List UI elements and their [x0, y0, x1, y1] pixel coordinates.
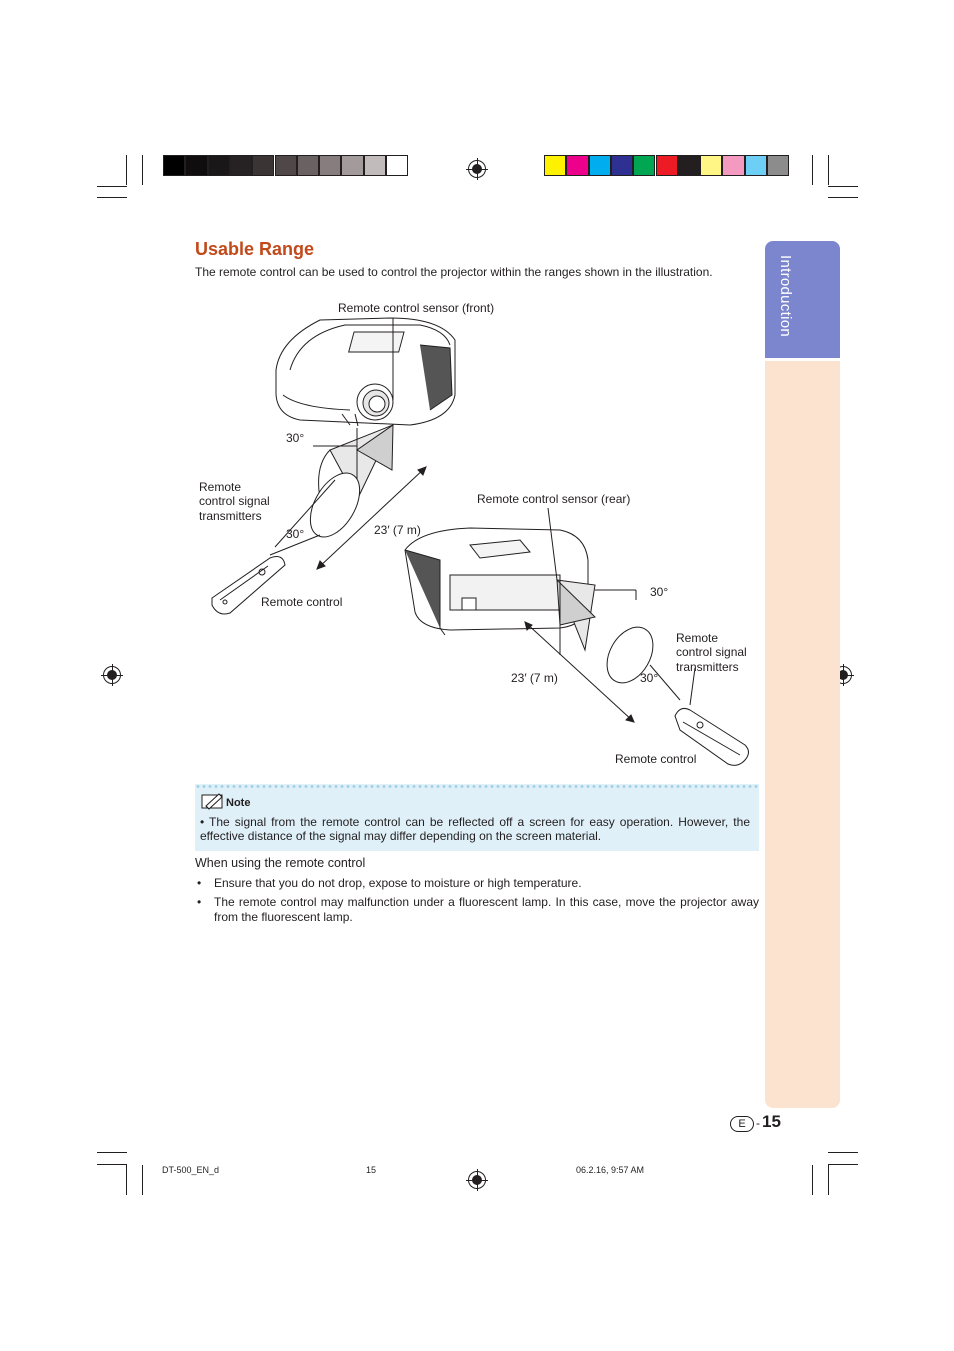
crop-mark	[97, 1164, 127, 1165]
intro-text: The remote control can be used to contro…	[195, 265, 765, 279]
front-angle-top-label: 30°	[286, 431, 304, 446]
crop-mark	[142, 1165, 143, 1195]
crop-mark	[812, 155, 813, 185]
color-swatch	[722, 155, 744, 176]
color-swatch	[364, 155, 386, 176]
crop-mark	[828, 155, 829, 185]
usage-bullet: The remote control may malfunction under…	[214, 895, 759, 925]
color-swatch	[633, 155, 655, 176]
crop-mark	[828, 1152, 858, 1153]
front-distance-label: 23′ (7 m)	[374, 523, 421, 538]
front-transmitters-label-3: transmitters	[199, 509, 262, 524]
crop-mark	[142, 155, 143, 185]
front-sensor-label: Remote control sensor (front)	[338, 301, 494, 316]
color-swatch	[163, 155, 185, 176]
color-swatch	[656, 155, 678, 176]
bullet-symbol: •	[197, 895, 201, 909]
registration-mark-icon	[468, 160, 486, 178]
usage-heading: When using the remote control	[195, 856, 365, 870]
crop-mark	[97, 197, 127, 198]
color-swatch	[341, 155, 363, 176]
page-number-separator: -	[756, 1116, 760, 1130]
bullet-symbol: •	[197, 876, 201, 890]
sidebar-tab-label-wrap: Introduction	[772, 255, 794, 350]
color-swatch	[745, 155, 767, 176]
usage-bullet: Ensure that you do not drop, expose to m…	[214, 876, 759, 891]
footer-page: 15	[366, 1165, 376, 1175]
registration-mark-icon	[103, 666, 121, 684]
color-swatch	[230, 155, 252, 176]
color-swatch	[208, 155, 230, 176]
color-swatch	[185, 155, 207, 176]
note-pencil-icon	[201, 792, 225, 810]
note-text: • The signal from the remote control can…	[200, 815, 750, 843]
rear-distance-label: 23′ (7 m)	[511, 671, 558, 686]
crop-mark	[126, 155, 127, 185]
color-swatch	[700, 155, 722, 176]
color-swatch	[386, 155, 408, 176]
color-swatch	[767, 155, 789, 176]
crop-mark	[828, 1164, 858, 1165]
crop-mark	[97, 1152, 127, 1153]
rear-transmitters-label-3: transmitters	[676, 660, 739, 675]
page-number: 15	[762, 1112, 781, 1132]
projector-front-icon	[276, 318, 455, 426]
color-swatch	[275, 155, 297, 176]
rear-angle-bottom-label: 30°	[640, 671, 658, 686]
footer-file: DT-500_EN_d	[162, 1165, 219, 1175]
registration-mark-icon	[468, 1171, 486, 1189]
crop-mark	[126, 1165, 127, 1195]
color-swatch	[678, 155, 700, 176]
crop-mark	[97, 186, 127, 187]
front-remote-label: Remote control	[261, 595, 342, 610]
language-badge-label: E	[738, 1118, 745, 1130]
sidebar-tab-label: Introduction	[777, 255, 794, 337]
front-transmitters-label-1: Remote	[199, 480, 241, 495]
color-swatch	[319, 155, 341, 176]
crop-mark	[828, 186, 858, 187]
crop-mark	[812, 1165, 813, 1195]
section-title: Usable Range	[195, 239, 314, 260]
color-swatch	[252, 155, 274, 176]
front-angle-bottom-label: 30°	[286, 527, 304, 542]
crop-mark	[828, 1165, 829, 1195]
rear-angle-top-label: 30°	[650, 585, 668, 600]
crop-mark	[828, 197, 858, 198]
sidebar-panel	[765, 361, 840, 1108]
front-transmitters-label-2: control signal	[199, 494, 270, 509]
color-swatch	[544, 155, 566, 176]
rear-transmitters-label-2: control signal	[676, 645, 747, 660]
rear-remote-label: Remote control	[615, 752, 696, 767]
color-swatch	[589, 155, 611, 176]
rear-sensor-label: Remote control sensor (rear)	[477, 492, 630, 507]
language-badge: E	[730, 1116, 754, 1132]
footer-timestamp: 06.2.16, 9:57 AM	[576, 1165, 644, 1175]
rear-transmitters-label-1: Remote	[676, 631, 718, 646]
note-title: Note	[226, 797, 250, 809]
note-dotted-border	[195, 784, 759, 789]
usable-range-illustration	[195, 295, 760, 780]
color-swatch	[297, 155, 319, 176]
color-swatch	[611, 155, 633, 176]
color-swatch	[566, 155, 588, 176]
